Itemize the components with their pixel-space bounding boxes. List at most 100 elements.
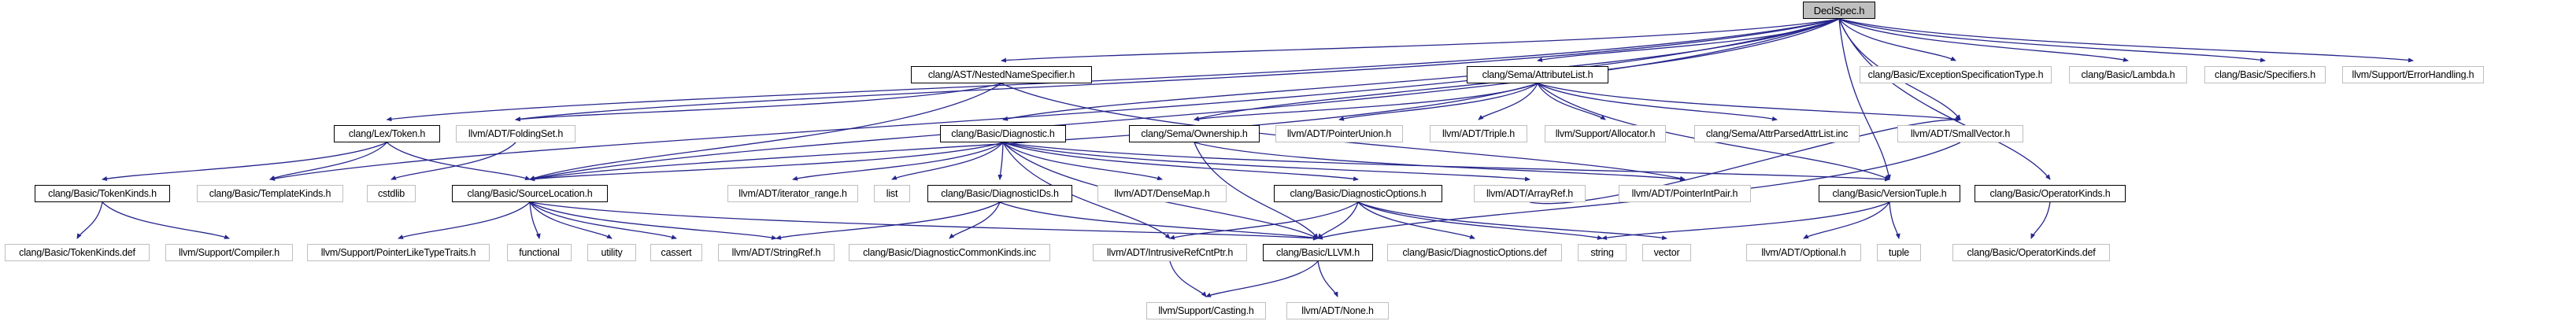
graph-edge <box>1169 260 1207 297</box>
graph-edge <box>390 142 516 180</box>
graph-node-string[interactable]: string <box>1578 244 1627 261</box>
graph-node-ownership[interactable]: clang/Sema/Ownership.h <box>1129 125 1260 142</box>
graph-edge <box>1317 201 1359 239</box>
graph-node-lambda[interactable]: clang/Basic/Lambda.h <box>2069 66 2187 83</box>
graph-edge <box>1357 201 1667 241</box>
graph-node-label: clang/Basic/Lambda.h <box>2081 69 2175 80</box>
graph-edge <box>269 18 1840 181</box>
graph-node-cstdlib[interactable]: cstdlib <box>367 185 416 202</box>
graph-node-label: clang/Basic/DiagnosticOptions.h <box>1290 188 1427 199</box>
graph-node-triple[interactable]: llvm/ADT/Triple.h <box>1430 125 1527 142</box>
graph-node-nns[interactable]: clang/AST/NestedNameSpecifier.h <box>911 66 1092 83</box>
graph-edge <box>1169 201 1359 240</box>
graph-edge <box>515 18 1840 122</box>
graph-node-diagoptsdef[interactable]: clang/Basic/DiagnosticOptions.def <box>1387 244 1562 261</box>
graph-node-versiontuple[interactable]: clang/Basic/VersionTuple.h <box>1819 185 1960 202</box>
graph-node-label: clang/Basic/TokenKinds.def <box>19 247 135 258</box>
graph-node-compiler[interactable]: llvm/Support/Compiler.h <box>165 244 293 261</box>
graph-node-utility[interactable]: utility <box>587 244 636 261</box>
graph-node-foldingset[interactable]: llvm/ADT/FoldingSet.h <box>456 125 576 142</box>
graph-node-allocator[interactable]: llvm/Support/Allocator.h <box>1545 125 1666 142</box>
graph-node-pointerunion[interactable]: llvm/ADT/PointerUnion.h <box>1275 125 1403 142</box>
graph-node-label: string <box>1590 247 1614 258</box>
graph-node-label: clang/Basic/DiagnosticOptions.def <box>1402 247 1547 258</box>
graph-node-label: clang/Sema/AttrParsedAttrList.inc <box>1705 128 1849 139</box>
graph-node-diagcommonkinds[interactable]: clang/Basic/DiagnosticCommonKinds.inc <box>849 244 1050 261</box>
graph-edge <box>999 201 1319 241</box>
graph-node-diagopts[interactable]: clang/Basic/DiagnosticOptions.h <box>1274 185 1442 202</box>
graph-node-label: clang/Basic/Specifiers.h <box>2215 69 2315 80</box>
graph-node-diagnostic[interactable]: clang/Basic/Diagnostic.h <box>940 125 1066 142</box>
graph-edge <box>1537 83 1778 121</box>
graph-edge <box>1194 142 1686 182</box>
graph-node-diagnosticids[interactable]: clang/Basic/DiagnosticIDs.h <box>927 185 1072 202</box>
graph-node-label: llvm/ADT/iterator_range.h <box>738 188 847 199</box>
graph-node-label: vector <box>1653 247 1680 258</box>
graph-node-list[interactable]: list <box>874 185 910 202</box>
graph-edge <box>269 142 387 180</box>
graph-edge <box>1338 83 1538 121</box>
graph-node-pointerliketraits[interactable]: llvm/Support/PointerLikeTypeTraits.h <box>307 244 490 261</box>
graph-edge <box>1537 18 1840 62</box>
graph-node-specifiers[interactable]: clang/Basic/Specifiers.h <box>2204 66 2326 83</box>
graph-node-errorhandling[interactable]: llvm/Support/ErrorHandling.h <box>2342 66 2484 83</box>
graph-edge <box>1357 201 1603 240</box>
graph-node-densemap[interactable]: llvm/ADT/DenseMap.h <box>1097 185 1227 202</box>
graph-edge <box>1601 201 1890 241</box>
graph-node-casting[interactable]: llvm/Support/Casting.h <box>1146 302 1266 319</box>
graph-node-functional[interactable]: functional <box>507 244 572 261</box>
graph-node-label: llvm/ADT/StringRef.h <box>731 247 821 258</box>
graph-node-tuple[interactable]: tuple <box>1877 244 1921 261</box>
graph-node-label: llvm/Support/Compiler.h <box>178 247 280 258</box>
graph-edge <box>529 83 1002 180</box>
graph-edge <box>1002 142 1530 182</box>
graph-node-operatorkinds[interactable]: clang/Basic/OperatorKinds.h <box>1975 185 2126 202</box>
graph-node-none[interactable]: llvm/ADT/None.h <box>1286 302 1389 319</box>
graph-edge <box>1317 260 1338 297</box>
graph-edge <box>102 142 387 181</box>
graph-node-llvmh[interactable]: clang/Basic/LLVM.h <box>1263 244 1373 261</box>
graph-node-vector[interactable]: vector <box>1642 244 1691 261</box>
graph-node-label: llvm/Support/ErrorHandling.h <box>2352 69 2474 80</box>
graph-node-label: llvm/ADT/Optional.h <box>1761 247 1846 258</box>
graph-node-stringref[interactable]: llvm/ADT/StringRef.h <box>718 244 835 261</box>
graph-edge <box>529 201 777 240</box>
graph-node-sourcelocation[interactable]: clang/Basic/SourceLocation.h <box>452 185 608 202</box>
graph-node-tokenkindsdef[interactable]: clang/Basic/TokenKinds.def <box>5 244 150 261</box>
graph-node-templatekinds[interactable]: clang/Basic/TemplateKinds.h <box>197 185 343 202</box>
graph-node-operatorkindsdef[interactable]: clang/Basic/OperatorKinds.def <box>1952 244 2110 261</box>
graph-node-label: llvm/ADT/FoldingSet.h <box>468 128 564 139</box>
graph-node-attrlist[interactable]: clang/Sema/AttributeList.h <box>1467 66 1608 83</box>
graph-node-label: functional <box>519 247 560 258</box>
graph-edge <box>529 201 1319 241</box>
graph-edge <box>398 201 531 239</box>
graph-node-token[interactable]: clang/Lex/Token.h <box>334 125 440 142</box>
graph-node-cassert[interactable]: cassert <box>650 244 702 261</box>
graph-node-label: clang/Basic/ExceptionSpecificationType.h <box>1867 69 2044 80</box>
graph-node-intrusiverefcnt[interactable]: llvm/ADT/IntrusiveRefCntPtr.h <box>1093 244 1247 261</box>
graph-edge <box>76 201 103 239</box>
graph-node-optional[interactable]: llvm/ADT/Optional.h <box>1746 244 1861 261</box>
graph-edge <box>1838 18 2129 62</box>
graph-node-label: llvm/ADT/PointerIntPair.h <box>1631 188 1738 199</box>
graph-edge <box>997 142 1004 180</box>
graph-node-arrayref[interactable]: llvm/ADT/ArrayRef.h <box>1474 185 1586 202</box>
graph-node-exceptspec[interactable]: clang/Basic/ExceptionSpecificationType.h <box>1860 66 2052 83</box>
graph-node-tokenkinds[interactable]: clang/Basic/TokenKinds.h <box>35 185 170 202</box>
graph-node-label: clang/Lex/Token.h <box>348 128 426 139</box>
graph-node-label: clang/Basic/OperatorKinds.def <box>1967 247 2096 258</box>
graph-edge <box>1889 201 1901 239</box>
graph-edge <box>387 142 531 180</box>
graph-node-root[interactable]: DeclSpec.h <box>1803 2 1875 19</box>
graph-node-label: clang/Basic/DiagnosticCommonKinds.inc <box>863 247 1036 258</box>
graph-node-label: clang/Basic/SourceLocation.h <box>467 188 593 199</box>
graph-node-iteratorrange[interactable]: llvm/ADT/iterator_range.h <box>727 185 858 202</box>
graph-node-attrparsed[interactable]: clang/Sema/AttrParsedAttrList.inc <box>1694 125 1860 142</box>
graph-edge <box>2030 201 2051 239</box>
graph-node-pointerintpair[interactable]: llvm/ADT/PointerIntPair.h <box>1619 185 1751 202</box>
graph-node-smallvector[interactable]: llvm/ADT/SmallVector.h <box>1897 125 2023 142</box>
graph-edge <box>529 201 541 239</box>
graph-node-label: llvm/ADT/None.h <box>1301 305 1374 316</box>
graph-node-label: clang/Basic/VersionTuple.h <box>1832 188 1947 199</box>
graph-node-label: tuple <box>1888 247 1910 258</box>
